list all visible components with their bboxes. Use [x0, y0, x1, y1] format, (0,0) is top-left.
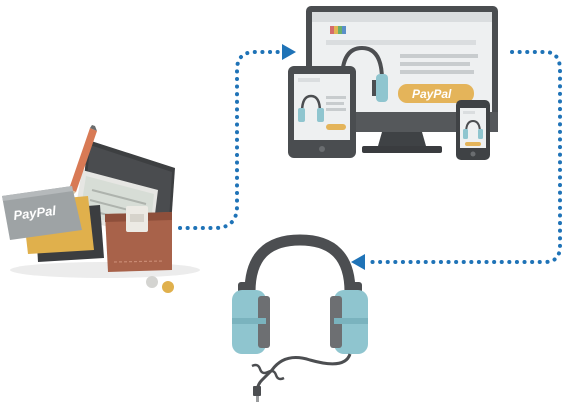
flow-path-wallet-to-screen [178, 50, 284, 230]
arrow-right-icon [282, 44, 296, 60]
paypal-button [398, 84, 474, 103]
wallet-pocket [105, 206, 172, 272]
wallet-group: PayPal [2, 125, 200, 293]
tablet-icon [288, 66, 356, 158]
arrow-left-icon [351, 254, 365, 270]
flow-path-screen-to-headphones [363, 50, 562, 264]
paypal-card-icon: PayPal [2, 186, 82, 240]
headphone-cable [256, 353, 352, 395]
flow-arrows [178, 44, 562, 270]
headphones-icon [232, 234, 368, 402]
coin-icon [162, 281, 174, 293]
coin-icon [146, 276, 158, 288]
paypal-button-text: PayPal [412, 87, 452, 101]
devices-group: PayPal [288, 6, 498, 160]
card-logo-text: PayPal [13, 203, 58, 223]
phone-icon [456, 100, 490, 160]
